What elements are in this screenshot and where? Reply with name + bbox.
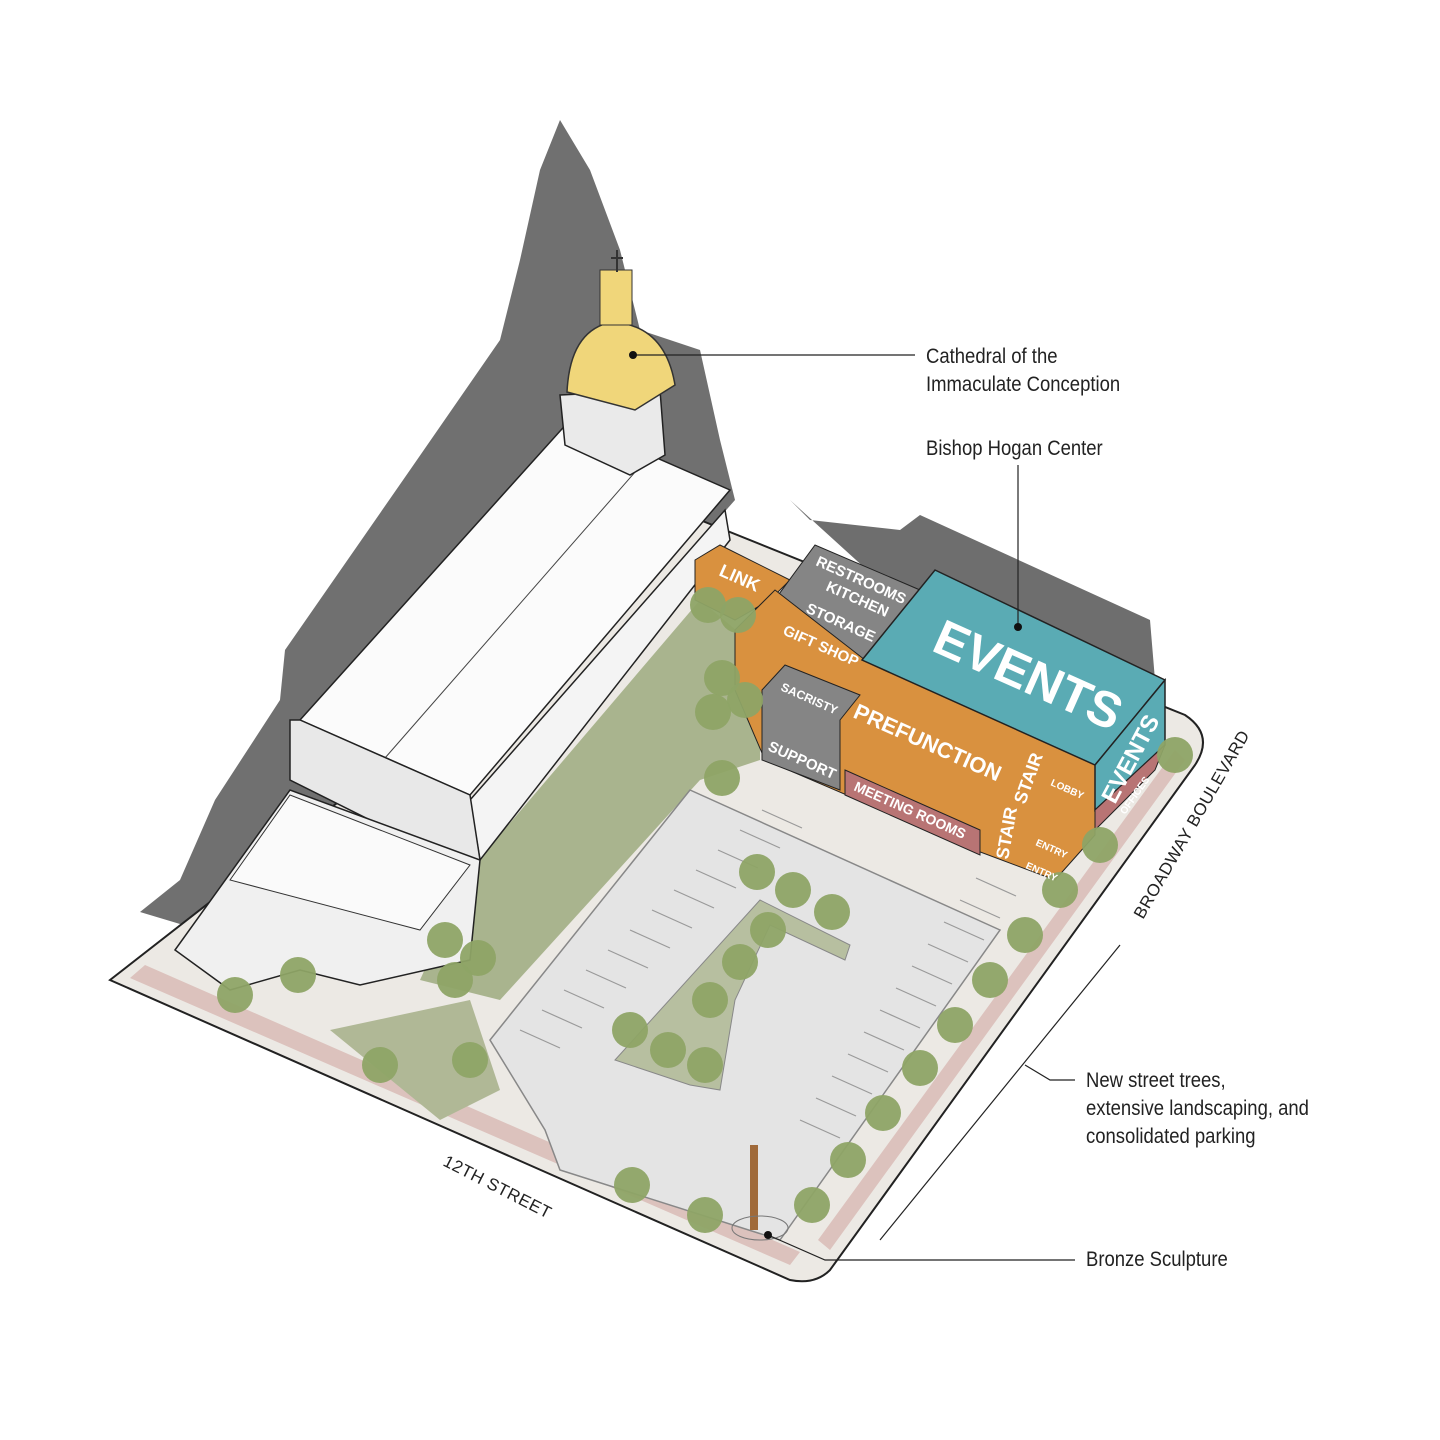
- tree: [650, 1032, 686, 1068]
- tree: [814, 894, 850, 930]
- leader-landscaping: [1024, 1064, 1075, 1081]
- roof-ridge: [384, 454, 651, 759]
- parking-stripe: [739, 829, 781, 849]
- tree: [280, 957, 316, 993]
- offices-block: [1094, 744, 1166, 832]
- tree: [720, 597, 756, 633]
- chapel-roof: [229, 794, 471, 931]
- leader-dot: [764, 1231, 772, 1239]
- tree: [695, 694, 731, 730]
- callout-landscaping-line-1: New street trees,: [1086, 1069, 1226, 1092]
- lawn-south: [330, 1000, 500, 1120]
- tree: [690, 587, 726, 623]
- tree: [937, 1007, 973, 1043]
- parking-stripe: [629, 929, 671, 949]
- parking-stripe: [541, 1009, 583, 1029]
- meeting-rooms: [844, 769, 981, 856]
- callout-cathedral-line-1: Cathedral of the: [926, 345, 1058, 368]
- parking-stripe: [761, 809, 803, 829]
- parking-stripe: [863, 1031, 905, 1051]
- lawn-area: [420, 600, 760, 1000]
- tree: [722, 944, 758, 980]
- parking-stripe: [911, 965, 953, 985]
- parking-stripes: [519, 809, 1017, 1139]
- tree: [217, 977, 253, 1013]
- tree: [727, 682, 763, 718]
- tree: [687, 1197, 723, 1233]
- parking-stripe: [815, 1097, 857, 1117]
- tree: [972, 962, 1008, 998]
- parking-stripe: [673, 889, 715, 909]
- tree: [687, 1047, 723, 1083]
- tree: [692, 982, 728, 1018]
- tree: [612, 1012, 648, 1048]
- tree: [739, 854, 775, 890]
- leader-sculpture: [767, 1234, 1075, 1261]
- parking-stripe: [831, 1075, 873, 1095]
- tree: [830, 1142, 866, 1178]
- leader-dot: [1014, 623, 1022, 631]
- parking-stripe: [943, 921, 985, 941]
- parking-stripe: [799, 1119, 841, 1139]
- dome-lantern: [599, 269, 633, 326]
- tree: [794, 1187, 830, 1223]
- callout-cathedral-line-2: Immaculate Conception: [926, 373, 1121, 396]
- tree: [614, 1167, 650, 1203]
- parking-stripe: [695, 869, 737, 889]
- tree: [704, 660, 740, 696]
- tree: [902, 1050, 938, 1086]
- parking-stripe: [519, 1029, 561, 1049]
- sacristy-block: [761, 664, 861, 791]
- tree: [1042, 872, 1078, 908]
- parking-stripe: [959, 899, 1001, 919]
- callout-bishop-hogan: Bishop Hogan Center: [926, 437, 1103, 460]
- tree: [1157, 737, 1193, 773]
- tree: [427, 922, 463, 958]
- parking-stripe: [879, 1009, 921, 1029]
- tree: [362, 1047, 398, 1083]
- tree: [750, 912, 786, 948]
- callout-landscaping: New street trees, extensive landscaping,…: [1086, 1067, 1309, 1151]
- leader-dot: [629, 351, 637, 359]
- callout-cathedral: Cathedral of the Immaculate Conception: [926, 343, 1120, 399]
- tree: [704, 760, 740, 796]
- cathedral-shadow: [140, 120, 735, 930]
- parking-stripe: [607, 949, 649, 969]
- trees: [217, 587, 1193, 1233]
- tree: [775, 872, 811, 908]
- bronze-sculpture: [750, 1145, 758, 1230]
- parking-stripe: [847, 1053, 889, 1073]
- parking-stripe: [563, 989, 605, 1009]
- tree: [452, 1042, 488, 1078]
- parking-stripe: [975, 877, 1017, 897]
- street-edge-bracket: [879, 944, 1121, 1241]
- callout-landscaping-line-2: extensive landscaping, and: [1086, 1097, 1309, 1120]
- parking-stripe: [927, 943, 969, 963]
- parking-stripe: [585, 969, 627, 989]
- tree: [1082, 827, 1118, 863]
- prefunction-block: [734, 589, 1096, 881]
- parking-stripe: [651, 909, 693, 929]
- callout-sculpture: Bronze Sculpture: [1086, 1248, 1228, 1271]
- tree: [460, 940, 496, 976]
- sculpture-plaza: [731, 1215, 789, 1241]
- tree: [1007, 917, 1043, 953]
- parking-stripe: [895, 987, 937, 1007]
- tree: [437, 962, 473, 998]
- tree: [865, 1095, 901, 1131]
- callout-landscaping-line-3: consolidated parking: [1086, 1125, 1256, 1148]
- leader-lines: [633, 354, 1121, 1261]
